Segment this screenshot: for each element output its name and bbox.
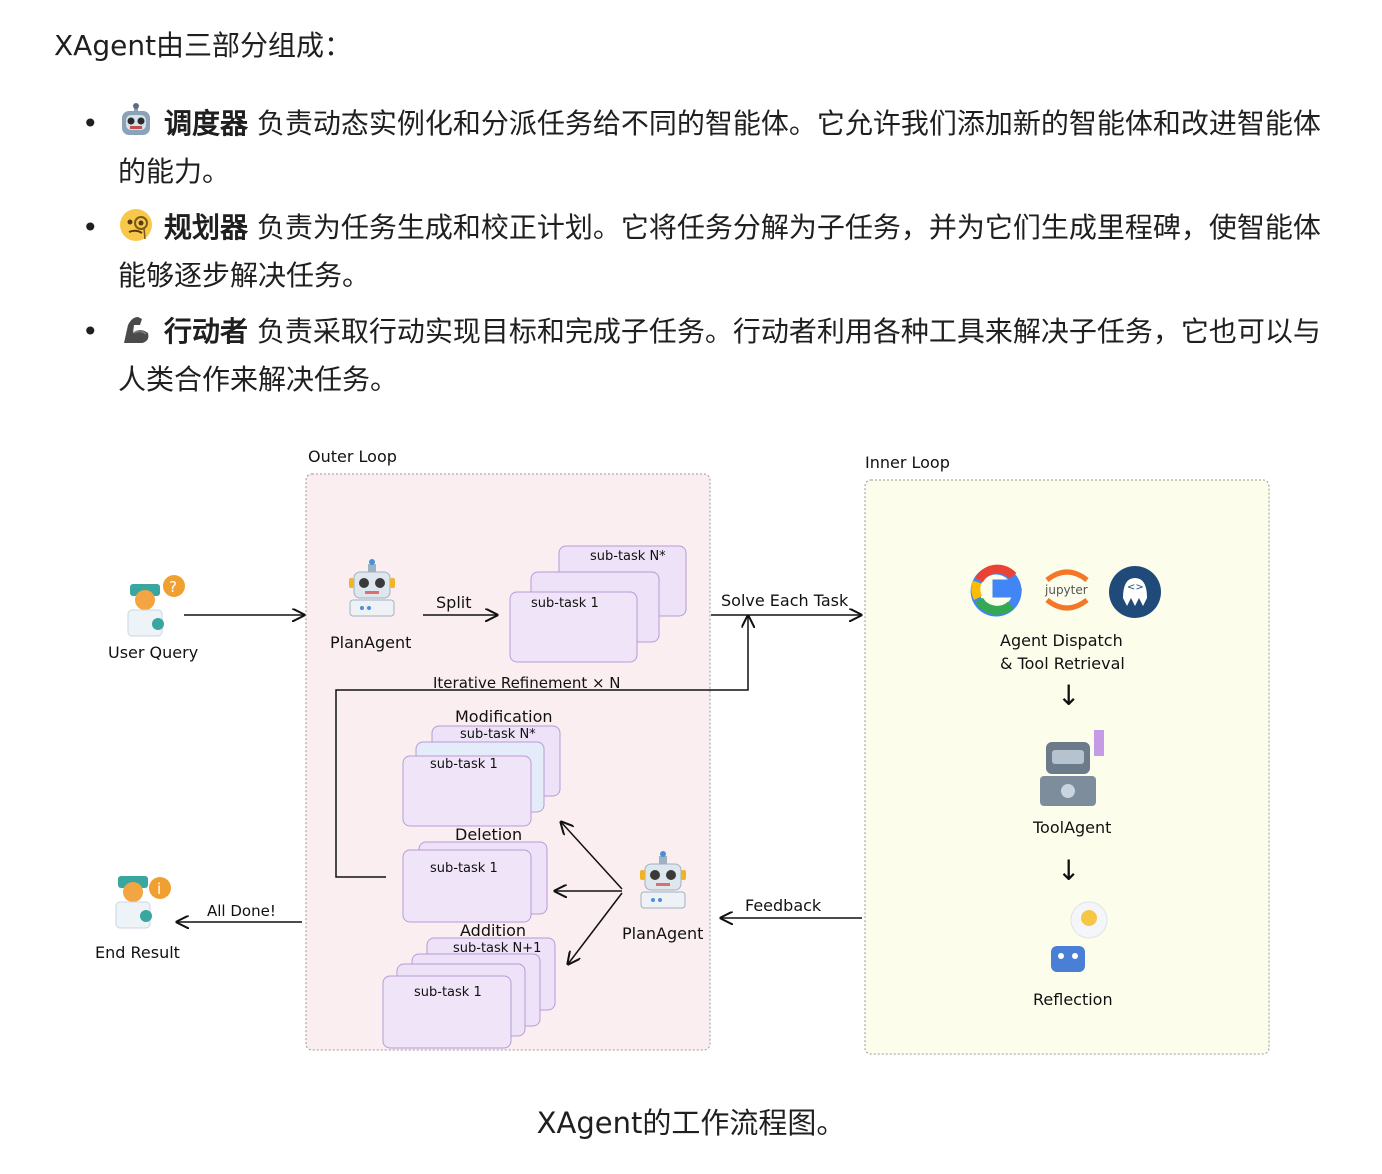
reflection-label: Reflection xyxy=(1033,990,1113,1009)
subtask-n-label: sub-task N* xyxy=(590,549,666,564)
bullet: • xyxy=(82,107,99,140)
component-desc: 负责采取行动实现目标和完成子任务。行动者利用各种工具来解决子任务，它也可以与人类… xyxy=(118,315,1321,396)
iterative-refinement-label: Iterative Refinement × N xyxy=(433,674,621,692)
tool-agent-label: ToolAgent xyxy=(1032,818,1111,837)
component-name: 调度器 xyxy=(164,107,249,140)
solve-each-task-label: Solve Each Task xyxy=(721,591,849,610)
subtask-card xyxy=(382,975,512,1049)
feedback-label: Feedback xyxy=(745,896,822,915)
figure-caption: XAgent的工作流程图。 xyxy=(536,1106,846,1140)
xagent-workflow-diagram: Outer Loop Inner Loop ? User Query PlanA… xyxy=(95,447,1270,1055)
robot-icon xyxy=(122,103,150,135)
refinement-loop-arrow xyxy=(335,616,748,878)
subtask-1-label: sub-task 1 xyxy=(430,861,498,876)
bullet: • xyxy=(82,211,99,244)
all-done-label: All Done! xyxy=(207,902,276,920)
svg-text:i: i xyxy=(157,880,161,898)
down-arrow-icon: ↓ xyxy=(1057,679,1080,712)
subtask-n-label: sub-task N* xyxy=(460,727,536,742)
list-item-planner: • 规划器 负责为任务生成和校正计划。它将任务分解为子任务，并为它们生成里程碑，… xyxy=(68,204,1348,300)
list-item-dispatcher: • 调度器 负责动态实例化和分派任务给不同的智能体。它允许我们添加新的智能体和改… xyxy=(68,100,1348,196)
list-item-actor: • 行动者 负责采取行动实现目标和完成子任务。行动者利用各种工具来解决子任务，它… xyxy=(68,308,1348,404)
user-query-icon: ? xyxy=(127,575,185,637)
plan-agent-label: PlanAgent xyxy=(330,633,411,652)
plan-agent-label: PlanAgent xyxy=(622,924,703,943)
component-name: 规划器 xyxy=(164,211,249,244)
component-name: 行动者 xyxy=(164,315,249,348)
addition-label: Addition xyxy=(460,921,526,940)
subtask-1-label: sub-task 1 xyxy=(531,596,599,611)
jupyter-icon: jupyter xyxy=(1044,569,1089,611)
agent-dispatch-label-2: & Tool Retrieval xyxy=(1000,654,1125,673)
subtask-1-label: sub-task 1 xyxy=(430,757,498,772)
intro-text: XAgent由三部分组成： xyxy=(54,29,353,62)
tool-agent-robot-icon xyxy=(1040,730,1104,806)
add-arrow xyxy=(568,892,623,964)
split-label: Split xyxy=(436,593,471,612)
subtask-card xyxy=(509,591,638,663)
user-query-label: User Query xyxy=(108,643,198,662)
agent-dispatch-label-1: Agent Dispatch xyxy=(1000,631,1123,650)
subtask-n1-label: sub-task N+1 xyxy=(453,941,541,956)
inner-loop-label: Inner Loop xyxy=(865,453,950,472)
subtask-1-label: sub-task 1 xyxy=(414,985,482,1000)
subtask-card xyxy=(402,755,532,827)
reflection-icon xyxy=(1051,901,1108,972)
down-arrow-icon: ↓ xyxy=(1057,854,1080,887)
end-result-icon: i xyxy=(115,875,171,929)
flexed-biceps-icon xyxy=(124,317,149,343)
component-list: • 调度器 负责动态实例化和分派任务给不同的智能体。它允许我们添加新的智能体和改… xyxy=(68,100,1348,412)
end-result-label: End Result xyxy=(95,943,180,962)
svg-text:?: ? xyxy=(169,578,177,596)
jupyter-label: jupyter xyxy=(1044,583,1088,597)
outer-loop-label: Outer Loop xyxy=(308,447,397,466)
modify-arrow xyxy=(561,822,623,890)
component-desc: 负责动态实例化和分派任务给不同的智能体。它允许我们添加新的智能体和改进智能体的能… xyxy=(118,107,1321,188)
bullet: • xyxy=(82,315,99,348)
deletion-label: Deletion xyxy=(455,825,522,844)
google-icon xyxy=(970,564,1022,617)
component-desc: 负责为任务生成和校正计划。它将任务分解为子任务，并为它们生成里程碑，使智能体能够… xyxy=(118,211,1321,292)
subtask-card xyxy=(402,849,532,923)
octopus-logo-icon: <> xyxy=(1109,566,1161,618)
monocle-face-icon xyxy=(120,209,152,241)
svg-text:<>: <> xyxy=(1127,582,1144,593)
modification-label: Modification xyxy=(455,707,553,726)
